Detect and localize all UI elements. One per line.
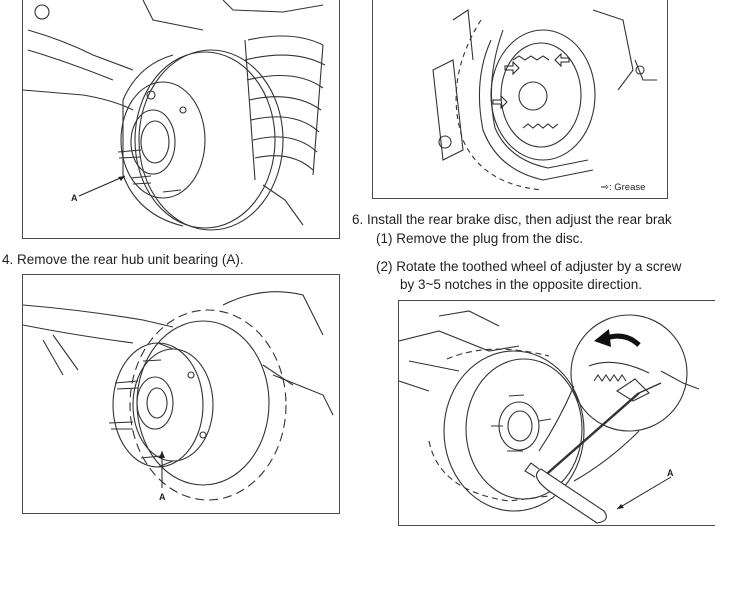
step-6-text: 6. Install the rear brake disc, then adj…	[352, 212, 672, 227]
hub-bearing-drawing	[23, 291, 334, 501]
figure-hub-bearing: A	[22, 274, 340, 514]
step-6-substep-2-line1: (2) Rotate the toothed wheel of adjuster…	[376, 259, 682, 274]
figure-adjuster: A	[398, 300, 715, 526]
figure-callout-a: A	[71, 193, 78, 203]
arrow-outline-icon: ⇨	[601, 182, 609, 193]
figure-callout-a: A	[667, 468, 674, 478]
figure-brake-shoes: ⇨: Grease	[372, 0, 668, 199]
adjuster-drawing	[399, 310, 700, 524]
step-6-substep-1: (1) Remove the plug from the disc.	[376, 231, 584, 246]
step-6-substep-2-line2: by 3~5 notches in the opposite direction…	[400, 277, 643, 292]
step-4-text: 4. Remove the rear hub unit bearing (A).	[2, 252, 244, 267]
figure-callout-a: A	[159, 492, 166, 502]
figure-disc-removal: A	[22, 0, 340, 239]
grease-legend: ⇨: Grease	[601, 182, 646, 193]
brake-shoes-drawing	[432, 9, 657, 191]
disc-removal-drawing	[23, 0, 326, 231]
